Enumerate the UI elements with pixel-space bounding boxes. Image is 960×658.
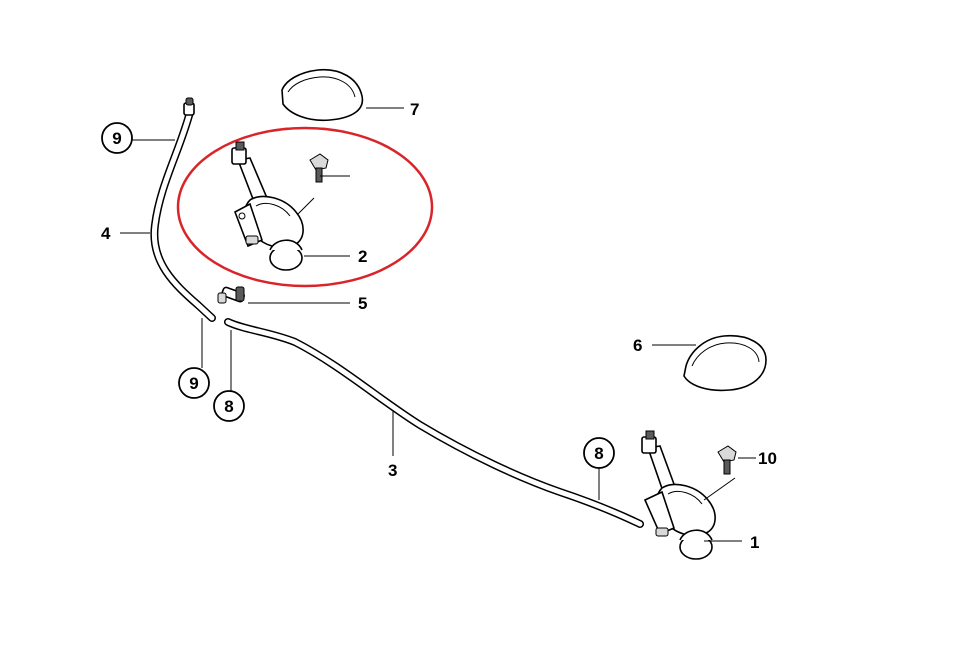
- cover-cap-7: [281, 69, 364, 122]
- callout-8-lower-left: 8: [213, 390, 245, 422]
- svg-text:10: 10: [758, 449, 777, 468]
- svg-text:6: 6: [633, 336, 642, 355]
- svg-text:9: 9: [112, 129, 121, 148]
- svg-text:9: 9: [189, 374, 198, 393]
- svg-text:3: 3: [388, 461, 397, 480]
- nozzle-assembly-2: [231, 141, 329, 271]
- svg-text:8: 8: [224, 397, 233, 416]
- svg-text:1: 1: [750, 533, 759, 552]
- callout-5: 5: [358, 294, 367, 313]
- callout-8-right: 8: [583, 437, 615, 469]
- callout-3: 3: [388, 461, 397, 480]
- svg-text:8: 8: [594, 444, 603, 463]
- callout-10: 10: [758, 449, 777, 468]
- highlight-ellipse: [176, 126, 434, 288]
- svg-text:4: 4: [101, 224, 111, 243]
- callout-7: 7: [410, 100, 419, 119]
- callout-1: 1: [750, 533, 759, 552]
- callout-9-lower: 9: [178, 367, 210, 399]
- hose-4: [150, 97, 216, 322]
- nozzle-assembly-1: [641, 430, 737, 560]
- hose-3: [224, 318, 644, 528]
- callout-6: 6: [633, 336, 642, 355]
- svg-text:5: 5: [358, 294, 367, 313]
- leader-lines: [120, 107, 756, 542]
- callout-2: 2: [358, 247, 367, 266]
- connector-5: [217, 286, 246, 304]
- cover-cap-6: [683, 335, 767, 392]
- callout-9-top: 9: [101, 122, 133, 154]
- callout-4: 4: [101, 224, 111, 243]
- svg-text:2: 2: [358, 247, 367, 266]
- svg-text:7: 7: [410, 100, 419, 119]
